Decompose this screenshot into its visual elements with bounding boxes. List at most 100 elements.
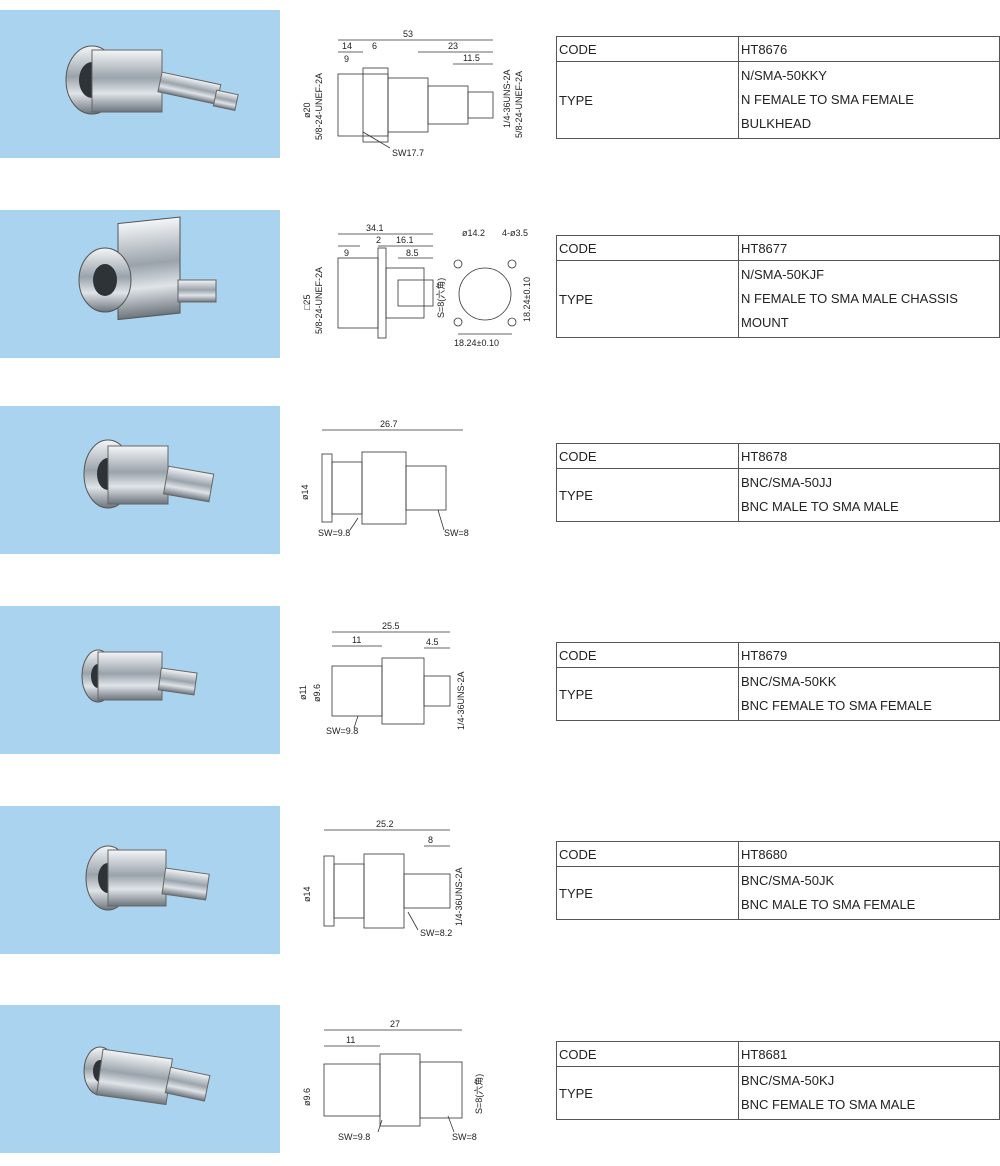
dim-label: SW=9.8: [318, 528, 350, 538]
type-value: N/SMA-50KJF N FEMALE TO SMA MALE CHASSIS…: [738, 260, 1000, 338]
spec-table: CODE HT8676 TYPE N/SMA-50KKY N FEMALE TO…: [556, 36, 1000, 139]
connector-illustration: [83, 439, 215, 509]
dim-label: 1/4-36UNS-2A: [502, 69, 512, 128]
dim-label: SW=8: [452, 1132, 477, 1142]
dim-label: 5/8-24-UNEF-2A: [314, 73, 324, 140]
spec-table: CODE HT8677 TYPE N/SMA-50KJF N FEMALE TO…: [556, 235, 1000, 338]
connector-illustration: [83, 1046, 211, 1106]
dim-label: 14: [342, 41, 352, 51]
code-value: HT8676: [738, 36, 1000, 62]
dim-label: 26.7: [380, 419, 398, 429]
type-label: TYPE: [556, 468, 739, 522]
code-label: CODE: [556, 36, 739, 62]
dim-label: 9: [344, 248, 349, 258]
dim-label: S=8(六角): [473, 1074, 484, 1114]
dim-label: S=8(六角): [435, 278, 446, 318]
code-label: CODE: [556, 642, 739, 668]
dim-label: ø9.6: [302, 1088, 312, 1106]
dim-label: 27: [390, 1019, 400, 1029]
dim-label: 34.1: [366, 223, 384, 233]
dim-label: SW=9.8: [338, 1132, 370, 1142]
dim-label: ø9.6: [312, 684, 322, 702]
dim-label: SW=8: [444, 528, 469, 538]
dim-label: □25: [302, 295, 312, 310]
code-label: CODE: [556, 235, 739, 261]
code-label: CODE: [556, 841, 739, 867]
product-photo: [0, 606, 280, 754]
product-photo: [0, 10, 280, 158]
code-value: HT8677: [738, 235, 1000, 261]
type-value: N/SMA-50KKY N FEMALE TO SMA FEMALE BULKH…: [738, 61, 1000, 139]
dim-label: 18.24±0.10: [522, 277, 532, 322]
dim-label: 11.5: [463, 53, 480, 63]
dim-label: ø20: [302, 102, 312, 118]
dim-label: 5/8-24-UNEF-2A: [514, 71, 524, 138]
dimension-drawing: 53 14 6 23 9 11.5 ø20 5/8-24-UNEF-2A 1/4…: [298, 28, 538, 178]
code-value: HT8680: [738, 841, 1000, 867]
connector-illustration: [81, 649, 198, 703]
dim-label: 1/4-36UNS-2A: [456, 671, 466, 730]
type-line: MOUNT: [741, 315, 789, 330]
dim-label: SW17.7: [392, 148, 424, 158]
dim-label: 11: [346, 1035, 355, 1045]
dim-label: ø14.2: [462, 228, 485, 238]
product-photo: [0, 1005, 280, 1153]
type-line: BNC/SMA-50KK: [741, 674, 837, 689]
connector-illustration: [65, 45, 239, 115]
type-line: BNC MALE TO SMA FEMALE: [741, 897, 916, 912]
dim-label: ø14: [302, 886, 312, 902]
code-label: CODE: [556, 1041, 739, 1067]
product-photo: [0, 210, 280, 358]
type-line: BNC/SMA-50KJ: [741, 1073, 835, 1088]
spec-table: CODE HT8680 TYPE BNC/SMA-50JK BNC MALE T…: [556, 841, 1000, 920]
dim-label: ø11: [298, 685, 308, 700]
dimension-drawing: 27 11 ø9.6 S=8(六角) SW=9.8 SW=8: [298, 1016, 538, 1166]
type-line: BNC MALE TO SMA MALE: [741, 499, 899, 514]
dim-label: 53: [403, 29, 413, 39]
dim-label: 18.24±0.10: [454, 338, 499, 348]
type-value: BNC/SMA-50JK BNC MALE TO SMA FEMALE: [738, 866, 1000, 920]
dim-label: 5/8-24-UNEF-2A: [314, 267, 324, 334]
dim-label: 4.5: [426, 637, 439, 647]
spec-table: CODE HT8679 TYPE BNC/SMA-50KK BNC FEMALE…: [556, 642, 1000, 721]
dim-label: ø14: [300, 484, 310, 500]
dim-label: 8: [428, 835, 433, 845]
type-value: BNC/SMA-50JJ BNC MALE TO SMA MALE: [738, 468, 1000, 522]
type-line: BNC FEMALE TO SMA FEMALE: [741, 698, 932, 713]
spec-table: CODE HT8681 TYPE BNC/SMA-50KJ BNC FEMALE…: [556, 1041, 1000, 1120]
dim-label: 9: [344, 54, 349, 64]
dimension-drawing: 26.7 ø14 SW=9.8 SW=8: [298, 418, 538, 568]
product-photo: [0, 806, 280, 954]
dim-label: 25.2: [376, 819, 394, 829]
type-label: TYPE: [556, 866, 739, 920]
type-line: BULKHEAD: [741, 116, 812, 131]
type-value: BNC/SMA-50KJ BNC FEMALE TO SMA MALE: [738, 1066, 1000, 1120]
dim-label: 16.1: [396, 235, 414, 245]
dimension-drawing: 34.1 2 16.1 9 8.5 □25 5/8-24-UNEF-2A S=8…: [298, 222, 538, 372]
connector-illustration: [85, 845, 210, 911]
type-value: BNC/SMA-50KK BNC FEMALE TO SMA FEMALE: [738, 667, 1000, 721]
code-label: CODE: [556, 443, 739, 469]
code-value: HT8678: [738, 443, 1000, 469]
type-label: TYPE: [556, 667, 739, 721]
dimension-drawing: 25.5 11 4.5 ø11 ø9.6 1/4-36UNS-2A SW=9.8: [298, 618, 538, 768]
dim-label: 2: [376, 235, 381, 245]
type-line: N/SMA-50KJF: [741, 267, 825, 282]
spec-table: CODE HT8678 TYPE BNC/SMA-50JJ BNC MALE T…: [556, 443, 1000, 522]
product-photo: [0, 406, 280, 554]
dim-label: SW=8.2: [420, 928, 452, 938]
type-line: N/SMA-50KKY: [741, 68, 827, 83]
dimension-drawing: 25.2 8 ø14 1/4-36UNS-2A SW=8.2: [298, 816, 538, 966]
type-line: BNC/SMA-50JK: [741, 873, 835, 888]
type-line: BNC/SMA-50JJ: [741, 475, 833, 490]
type-label: TYPE: [556, 61, 739, 139]
dim-label: 1/4-36UNS-2A: [454, 867, 464, 926]
type-line: N FEMALE TO SMA FEMALE: [741, 92, 914, 107]
code-value: HT8681: [738, 1041, 1000, 1067]
connector-illustration: [78, 216, 217, 321]
type-label: TYPE: [556, 1066, 739, 1120]
type-label: TYPE: [556, 260, 739, 338]
dim-label: 8.5: [406, 248, 419, 258]
dim-label: 25.5: [382, 621, 400, 631]
dim-label: SW=9.8: [326, 726, 358, 736]
